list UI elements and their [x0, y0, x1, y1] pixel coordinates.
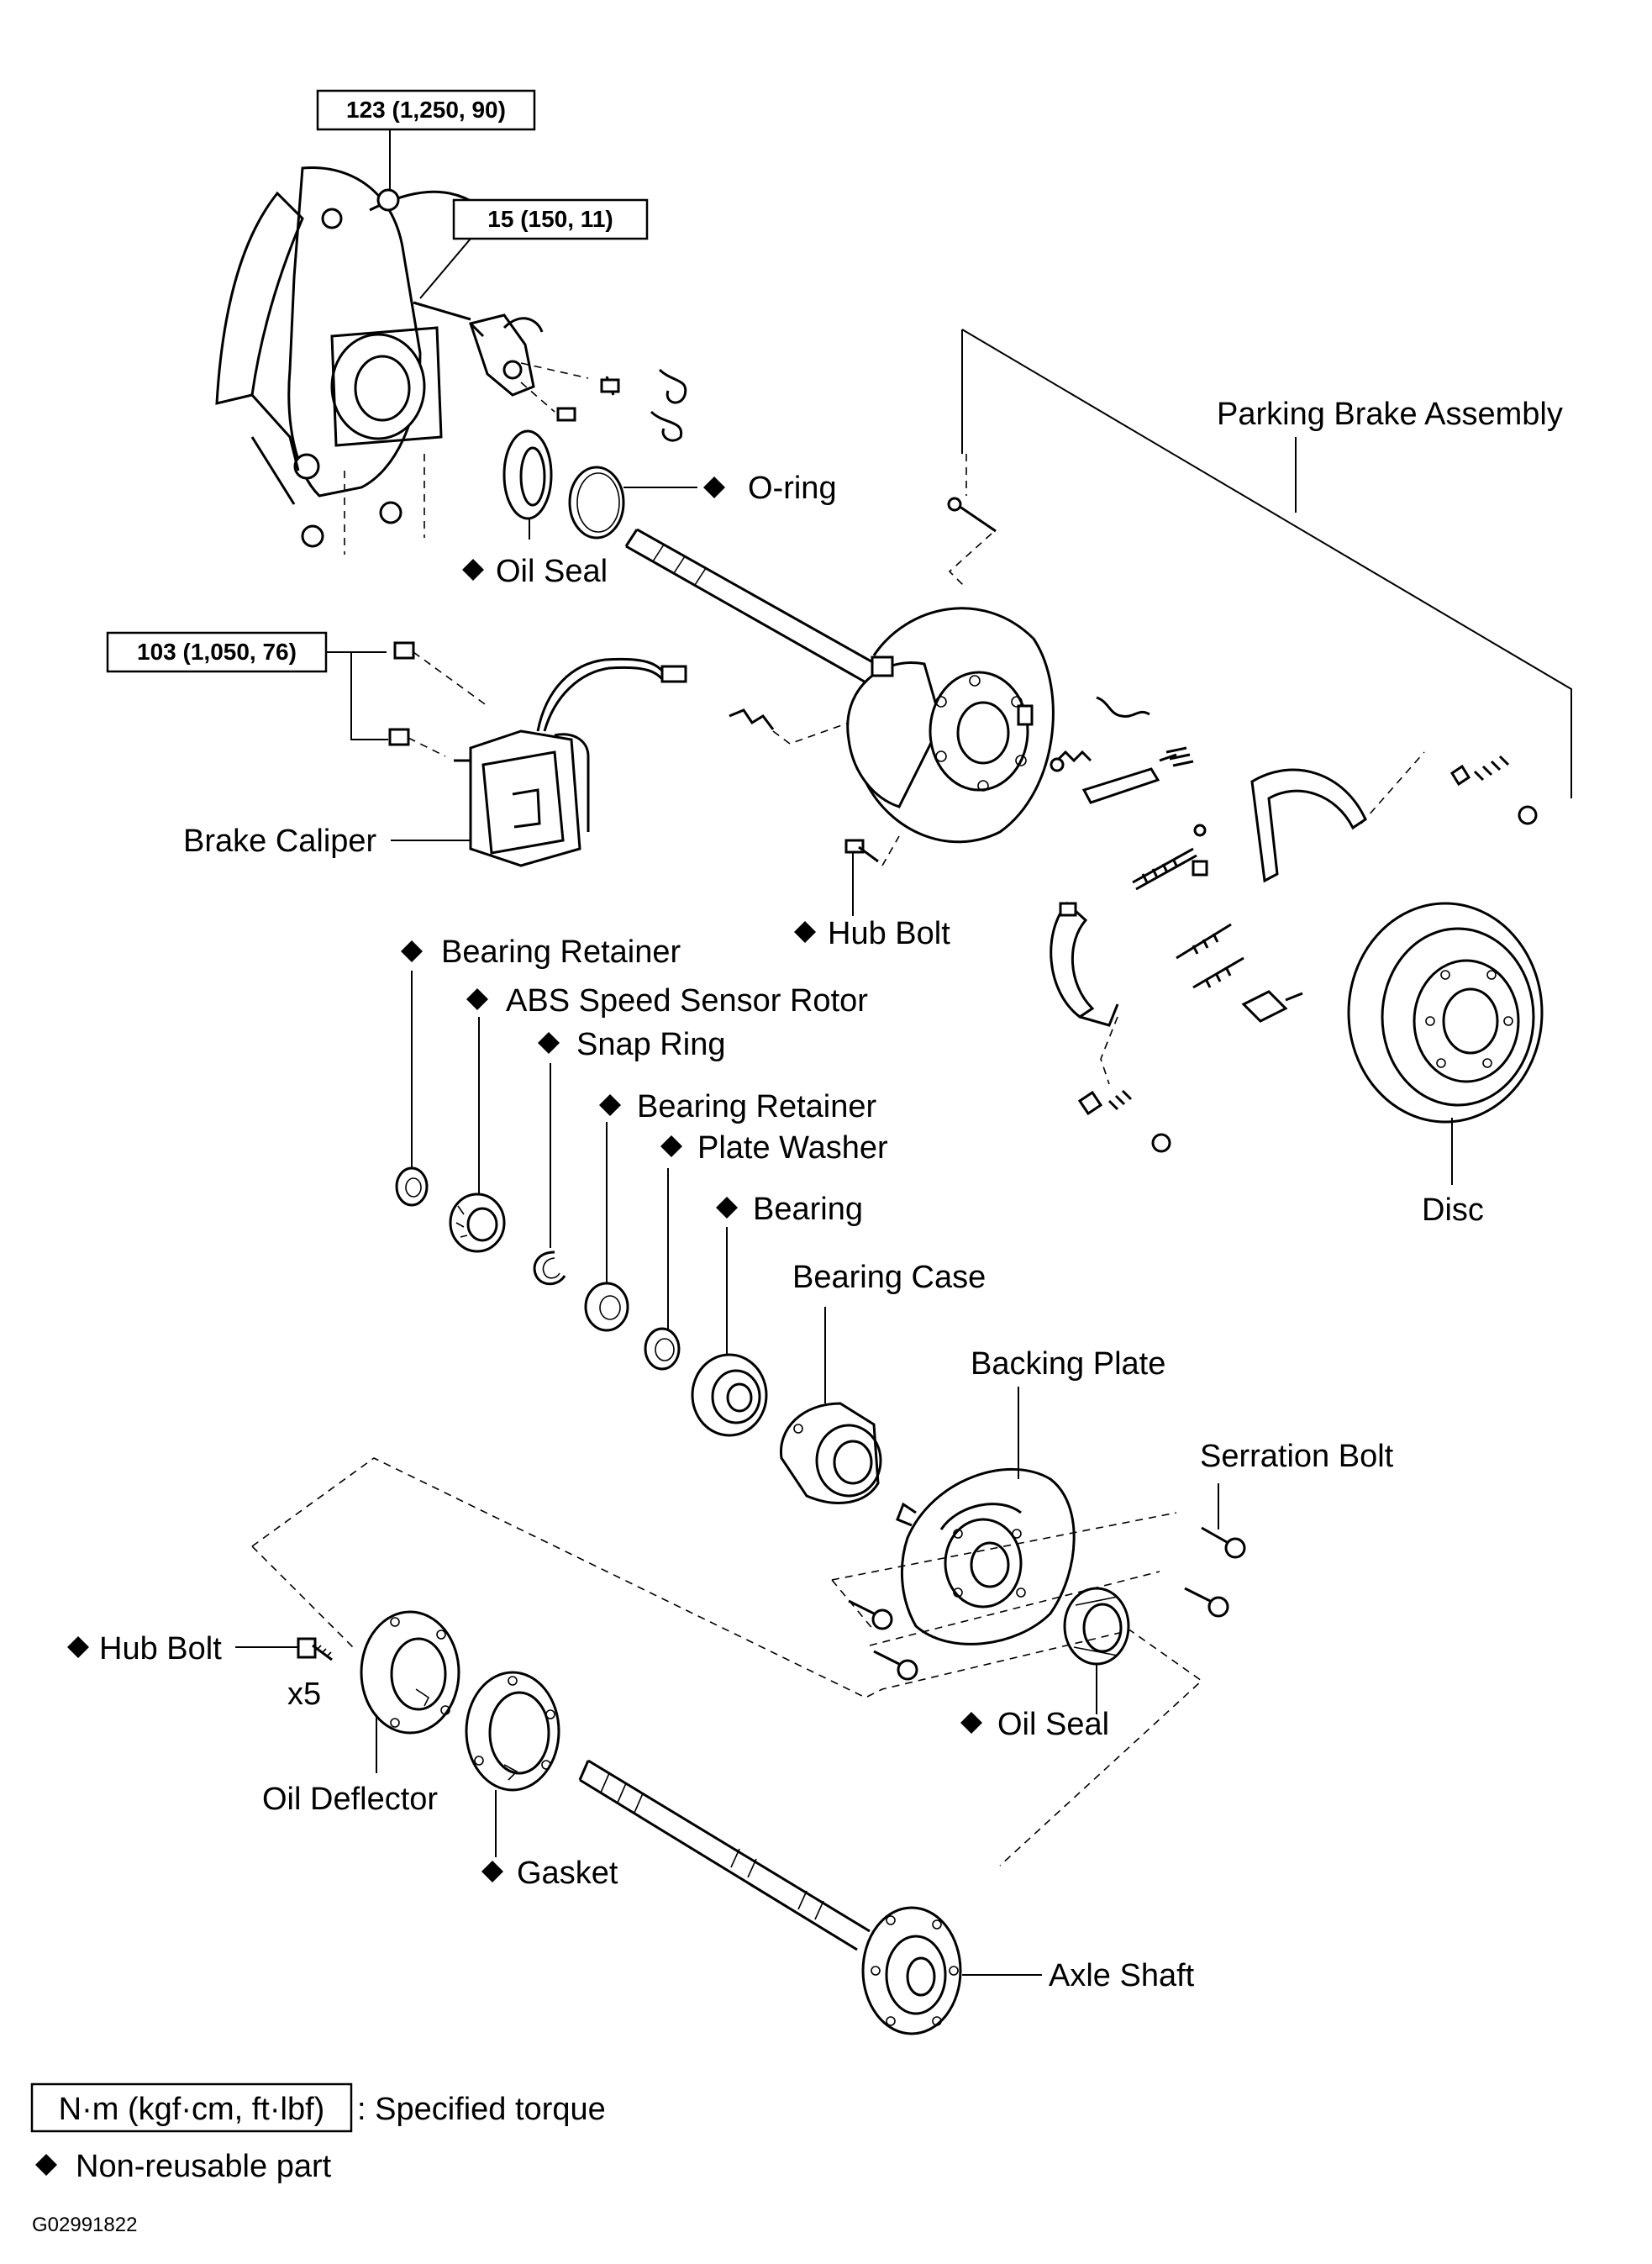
axle-hub-assembly-icon — [846, 607, 1055, 844]
diamond-icon — [794, 921, 816, 943]
knuckle-carrier-icon — [215, 166, 506, 505]
figure-code: G02991822 — [32, 2214, 137, 2236]
axle-shaft-icon — [578, 1759, 962, 2035]
brake-caliper-icon — [454, 657, 687, 867]
label-abs-rotor: ABS Speed Sensor Rotor — [506, 983, 868, 1019]
diamond-icon — [462, 559, 484, 581]
bolt-icon — [393, 641, 415, 660]
pin-icon — [1077, 1090, 1103, 1116]
diamond-icon — [660, 1135, 682, 1157]
diamond-icon — [481, 1861, 503, 1882]
serration-bolt-icon — [1201, 1526, 1246, 1559]
svg-text:Non-reusable part: Non-reusable part — [76, 2149, 332, 2184]
label-parking-brake-assembly: Parking Brake Assembly — [1217, 397, 1563, 432]
gasket-icon — [465, 1671, 560, 1792]
snap-ring-icon — [533, 1250, 566, 1286]
diamond-icon — [703, 476, 725, 498]
label-bearing-case: Bearing Case — [792, 1260, 986, 1295]
svg-text:: Specified torque: : Specified torque — [357, 2092, 606, 2127]
diamond-icon — [67, 1636, 89, 1658]
svg-text:15 (150, 11): 15 (150, 11) — [487, 206, 613, 232]
legend-torque: N·m (kgf·cm, ft·lbf) : Specified torque — [30, 2082, 606, 2133]
label-bearing: Bearing — [753, 1192, 863, 1227]
hub-bolt-left-icon — [297, 1637, 333, 1661]
diamond-icon — [466, 988, 488, 1010]
spring-icon — [658, 368, 687, 404]
oil-seal-bottom-icon — [1063, 1587, 1130, 1666]
nut-icon — [379, 501, 402, 524]
oil-seal-top-icon — [502, 429, 553, 520]
spring-icon — [1107, 1089, 1133, 1111]
svg-text:103 (1,050, 76): 103 (1,050, 76) — [137, 639, 297, 665]
label-backing-plate: Backing Plate — [971, 1346, 1165, 1382]
bearing-icon — [691, 1353, 768, 1437]
diamond-icon — [599, 1094, 621, 1116]
bearing-retainer-2-icon — [584, 1282, 629, 1332]
bolt-icon — [556, 407, 576, 422]
label-serration-bolt: Serration Bolt — [1200, 1439, 1394, 1474]
bearing-case-icon — [779, 1402, 882, 1504]
label-bearing-retainer-2: Bearing Retainer — [637, 1089, 877, 1124]
brake-shoe-icon — [1250, 768, 1367, 883]
label-oil-seal-top: Oil Seal — [496, 554, 608, 589]
cable-bracket-icon — [413, 301, 544, 397]
cap-icon — [1151, 1133, 1171, 1153]
label-hub-bolt-qty: x5 — [287, 1677, 321, 1712]
label-bearing-retainer-1: Bearing Retainer — [441, 935, 681, 970]
pin-icon — [955, 503, 997, 533]
label-oil-deflector: Oil Deflector — [262, 1782, 438, 1817]
bolt-icon — [388, 728, 410, 746]
torque-spec-box-2: 15 (150, 11) — [452, 198, 649, 240]
oil-deflector-icon — [360, 1610, 460, 1735]
bolt-icon — [600, 378, 620, 393]
torque-spec-box-1: 123 (1,250, 90) — [316, 89, 536, 131]
legend-non-reusable: Non-reusable part — [35, 2149, 332, 2184]
label-hub-bolt-top: Hub Bolt — [828, 916, 950, 951]
label-disc: Disc — [1422, 1193, 1484, 1228]
label-hub-bolt-left: Hub Bolt — [99, 1631, 222, 1666]
label-brake-caliper: Brake Caliper — [183, 824, 377, 859]
label-axle-shaft: Axle Shaft — [1049, 1958, 1195, 1993]
o-ring-icon — [568, 466, 625, 540]
label-o-ring: O-ring — [748, 471, 837, 506]
serration-bolt-icon — [1184, 1587, 1229, 1618]
label-snap-ring: Snap Ring — [576, 1027, 725, 1062]
parking-brake-springs-icon — [1050, 696, 1303, 1023]
diamond-icon — [538, 1032, 560, 1054]
nut-icon — [321, 208, 343, 229]
spring-icon — [650, 410, 683, 442]
spring-icon — [1473, 755, 1510, 782]
diamond-icon — [401, 940, 423, 962]
diamond-icon — [35, 2154, 57, 2176]
pin-icon — [1449, 764, 1471, 787]
diamond-icon — [716, 1197, 738, 1219]
label-plate-washer: Plate Washer — [697, 1130, 888, 1166]
serration-bolt-icon — [873, 1650, 918, 1681]
bearing-retainer-1-icon — [395, 1166, 429, 1207]
svg-text:123 (1,250, 90): 123 (1,250, 90) — [346, 97, 506, 123]
serration-bolt-icon — [848, 1599, 893, 1630]
cap-icon — [1518, 805, 1538, 825]
hub-bolt-top-icon — [844, 839, 879, 863]
abs-speed-sensor-rotor-icon — [449, 1193, 506, 1253]
label-gasket: Gasket — [517, 1856, 618, 1891]
nut-icon — [301, 524, 324, 548]
nut-icon — [376, 188, 400, 212]
torque-spec-box-3: 103 (1,050, 76) — [106, 631, 328, 673]
svg-text:N·m (kgf·cm, ft·lbf): N·m (kgf·cm, ft·lbf) — [59, 2092, 325, 2127]
brake-disc-icon — [1347, 902, 1544, 1124]
diamond-icon — [960, 1712, 982, 1734]
retainer-spring-icon — [729, 708, 775, 730]
label-oil-seal-bottom: Oil Seal — [997, 1707, 1109, 1742]
axle-shaft-top-icon — [624, 528, 892, 692]
brake-shoe-icon — [1050, 901, 1095, 1019]
backing-plate-icon — [896, 1467, 1076, 1645]
